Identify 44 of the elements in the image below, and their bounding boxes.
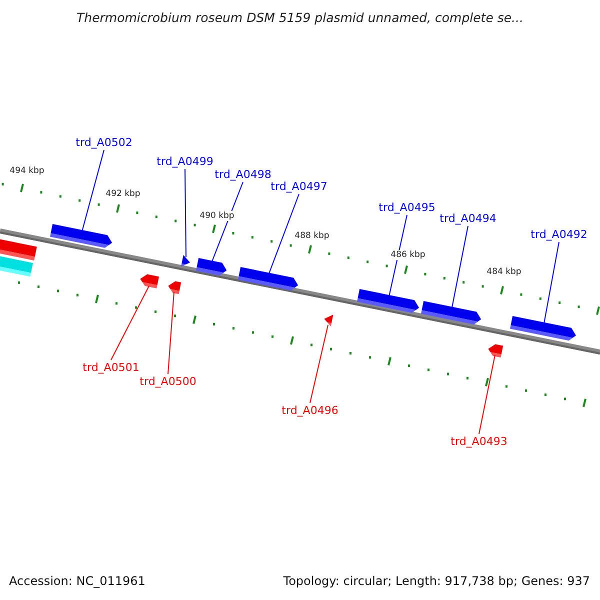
leader-line bbox=[82, 150, 104, 232]
gene-label: trd_A0502 bbox=[76, 136, 132, 149]
gene-bar bbox=[0, 238, 37, 260]
gene-label: trd_A0501 bbox=[82, 361, 140, 374]
leader-line bbox=[168, 292, 174, 374]
gene-label: trd_A0492 bbox=[530, 228, 588, 241]
gene-feature bbox=[138, 273, 159, 289]
scale-label: 488 kbp bbox=[294, 231, 330, 241]
gene-label: trd_A0497 bbox=[270, 180, 328, 193]
leader-line bbox=[478, 354, 496, 434]
gene-feature bbox=[486, 342, 504, 358]
gene-label: trd_A0496 bbox=[282, 404, 338, 417]
leader-line bbox=[310, 324, 328, 404]
gene-label: trd_A0499 bbox=[156, 155, 214, 168]
leader-line bbox=[184, 168, 186, 258]
accession-text: Accession: NC_011961 bbox=[9, 574, 146, 588]
gene-label: trd_A0494 bbox=[440, 212, 496, 225]
gene-feature bbox=[166, 280, 182, 294]
gene-feature bbox=[421, 300, 483, 326]
gene-label: trd_A0495 bbox=[378, 201, 436, 214]
scale-label: 484 kbp bbox=[486, 267, 522, 277]
scale-label: 494 kbp bbox=[10, 166, 44, 176]
scale-label: 490 kbp bbox=[200, 211, 234, 221]
scale-label: 492 kbp bbox=[106, 189, 140, 199]
gene-feature bbox=[322, 313, 334, 327]
gene-feature bbox=[50, 224, 114, 250]
gene-feature bbox=[238, 266, 300, 292]
gene-label: trd_A0498 bbox=[214, 168, 272, 181]
scale-label: 486 kbp bbox=[390, 250, 426, 260]
gene-feature bbox=[510, 316, 578, 342]
gene-label: trd_A0493 bbox=[450, 435, 508, 448]
leader-line bbox=[268, 194, 300, 274]
gene-feature bbox=[196, 258, 228, 276]
gene-bar bbox=[0, 255, 33, 277]
gene-feature bbox=[357, 289, 421, 315]
gene-label: trd_A0500 bbox=[140, 375, 196, 388]
genome-summary: Topology: circular; Length: 917,738 bp; Genes: 937 bbox=[283, 574, 590, 588]
title: Thermomicrobium roseum DSM 5159 plasmid unnamed, complete se... bbox=[76, 10, 524, 25]
leader-line bbox=[544, 242, 560, 324]
leader-line bbox=[388, 214, 408, 297]
leader-line bbox=[212, 182, 244, 262]
gene-feature bbox=[180, 255, 192, 269]
leader-line bbox=[452, 226, 468, 308]
leader-line bbox=[110, 286, 150, 360]
